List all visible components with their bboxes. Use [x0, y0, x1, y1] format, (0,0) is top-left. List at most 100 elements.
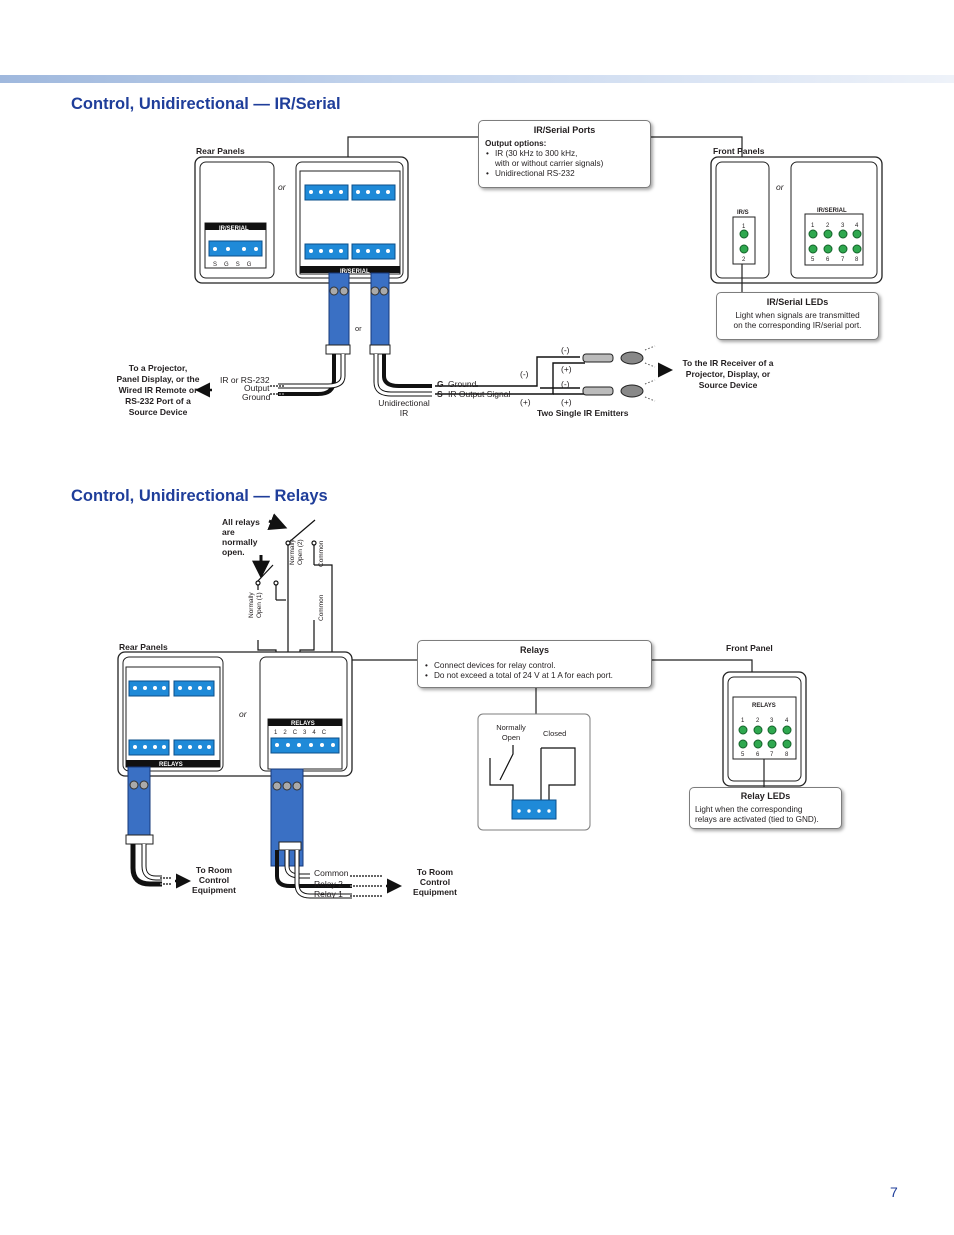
ir-right-destination: To the IR Receiver of a Projector, Displ…	[682, 358, 774, 390]
relay-led-number: 6	[756, 752, 760, 758]
ir-left-destination: To a Projector, Panel Display, or the Wi…	[116, 363, 200, 417]
relay-rear-8port-label: RELAYS	[159, 762, 183, 768]
ir-output-label: Output	[244, 383, 270, 393]
relay-pin-labels: 12C34C	[274, 728, 332, 738]
relay-front-label: RELAYS	[752, 703, 776, 709]
ir-emitter2-minus: (-)	[561, 379, 570, 389]
ir-led-number: 1	[811, 223, 815, 229]
ir-led-number: 7	[841, 257, 845, 263]
ir-emitters-label: Two Single IR Emitters	[537, 408, 629, 418]
ir-ports-title: IR/Serial Ports	[533, 125, 596, 135]
ir-ground-label: Ground	[242, 392, 271, 402]
relays-normally-open-note: All relays are normally open.	[222, 517, 260, 557]
relay-wire-relay1-label: Relay 1	[314, 889, 343, 899]
ir-emitter-heads	[582, 345, 656, 402]
relay-left-destination: To Room Control Equipment	[192, 865, 236, 895]
relay-pin: 4	[312, 730, 322, 736]
ir-led-number: 6	[826, 257, 830, 263]
ir-cables	[270, 272, 432, 397]
header-gradient-bar	[0, 75, 954, 83]
ir-emitter1-plus: (+)	[561, 364, 572, 374]
relay-led-number: 4	[785, 718, 789, 724]
section-title-ir-serial: Control, Unidirectional — IR/Serial	[71, 95, 341, 113]
ir-serial-leds-callout: IR/Serial LEDs Light when signals are tr…	[716, 292, 879, 340]
relay-leds-body: Light when the corresponding relays are …	[695, 805, 819, 824]
arrow-right-icon	[267, 513, 288, 531]
pin-label: S	[235, 262, 247, 268]
relay-led-number: 1	[741, 718, 745, 724]
ir-led-number: 8	[855, 257, 859, 263]
relay-pin: 2	[283, 730, 293, 736]
section-title-relays: Control, Unidirectional — Relays	[71, 487, 328, 505]
ir-ports-item: Unidirectional RS-232	[486, 169, 644, 179]
relay-cables	[125, 766, 382, 899]
ir-leds-body: Light when signals are transmitted on th…	[733, 311, 862, 330]
ir-rear-panels-label: Rear Panels	[196, 146, 245, 156]
ir-front-irs-label: IR/S	[737, 210, 749, 216]
relay-rear-panels-label: Rear Panels	[119, 642, 168, 652]
relay-pin: 1	[274, 730, 284, 736]
ir-or-rs232-label: IR or RS-232	[220, 375, 270, 385]
ir-led-number: 4	[855, 223, 859, 229]
ir-unidirectional-label: Unidirectional IR	[378, 398, 430, 418]
ir-emitter-minus: (-)	[520, 369, 529, 379]
relay-right-destination: To Room Control Equipment	[413, 867, 457, 897]
relay-leds-callout: Relay LEDs Light when the corresponding …	[689, 787, 842, 829]
relay-pin: 3	[303, 730, 313, 736]
relay-pin: C	[292, 730, 304, 736]
ir-rear-8port-label: IR/SERIAL	[340, 269, 370, 275]
ir-led-number: 3	[841, 223, 845, 229]
relay-normally-open-1-label: Normally Open (1)	[248, 592, 263, 618]
relay-common-label-top: Common	[318, 540, 325, 567]
relay-rear-screw-terminals	[133, 686, 335, 749]
ir-g-letter: G	[437, 379, 444, 389]
ir-emitter-wiring	[435, 356, 585, 395]
ir-front-panels	[710, 156, 883, 284]
pin-label: G	[224, 262, 236, 268]
ir-front-irserial-label: IR/SERIAL	[817, 208, 847, 214]
relay-rear-panels	[117, 651, 353, 777]
ir-emitter-plus: (+)	[520, 397, 531, 407]
relay-wire-common-label: Common	[314, 868, 349, 878]
pin-label: G	[246, 262, 259, 268]
relay-led-number: 3	[770, 718, 774, 724]
ir-led-number: 5	[811, 257, 815, 263]
relay-normally-open-label: Normally Open	[496, 723, 526, 742]
ir-emitter2-plus: (+)	[561, 397, 572, 407]
ir-emitter1-minus: (-)	[561, 345, 570, 355]
ir-g-ground-label: Ground	[448, 379, 477, 389]
ir-led-number: 2	[826, 223, 830, 229]
ir-rear-pin-labels: SGSG	[213, 260, 258, 270]
ir-irs-led-2-number: 2	[742, 257, 746, 263]
ir-s-letter: S	[437, 389, 443, 399]
relay-wire-relay2-label: Relay 2	[314, 879, 343, 889]
relay-leds-title: Relay LEDs	[740, 791, 791, 801]
relay-front-leds	[738, 725, 792, 749]
ir-ports-subtitle: Output options:	[485, 139, 547, 148]
ir-rear-panels	[194, 156, 409, 284]
relays-callout-item: Connect devices for relay control.	[425, 661, 645, 671]
relay-led-number: 5	[741, 752, 745, 758]
ir-irs-led-1-number: 1	[742, 224, 746, 230]
pin-label: S	[213, 262, 225, 268]
ir-s-signal-label: IR Output Signal	[448, 389, 511, 399]
relay-open-closed-diagram	[477, 713, 591, 831]
ir-front-panels-label: Front Panels	[713, 146, 765, 156]
ir-serial-ports-callout: IR/Serial Ports Output options: IR (30 k…	[478, 120, 651, 188]
relays-callout-title: Relays	[519, 645, 550, 655]
relay-rear-port-label: RELAYS	[291, 721, 315, 727]
ir-front-or-label: or	[776, 182, 784, 192]
ir-cable-or-label: or	[355, 324, 362, 333]
relay-led-number: 7	[770, 752, 774, 758]
page-number: 7	[890, 1184, 898, 1200]
relays-callout: Relays Connect devices for relay control…	[417, 640, 652, 688]
ir-rear-screw-terminals	[213, 190, 390, 253]
ir-leds-title: IR/Serial LEDs	[766, 297, 829, 307]
relays-callout-item: Do not exceed a total of 24 V at 1 A for…	[425, 671, 645, 681]
relay-led-number: 2	[756, 718, 760, 724]
relay-pin: C	[321, 730, 333, 736]
ir-rear-port-label: IR/SERIAL	[219, 226, 249, 232]
relay-rear-or-label: or	[239, 709, 247, 719]
relay-led-number: 8	[785, 752, 789, 758]
